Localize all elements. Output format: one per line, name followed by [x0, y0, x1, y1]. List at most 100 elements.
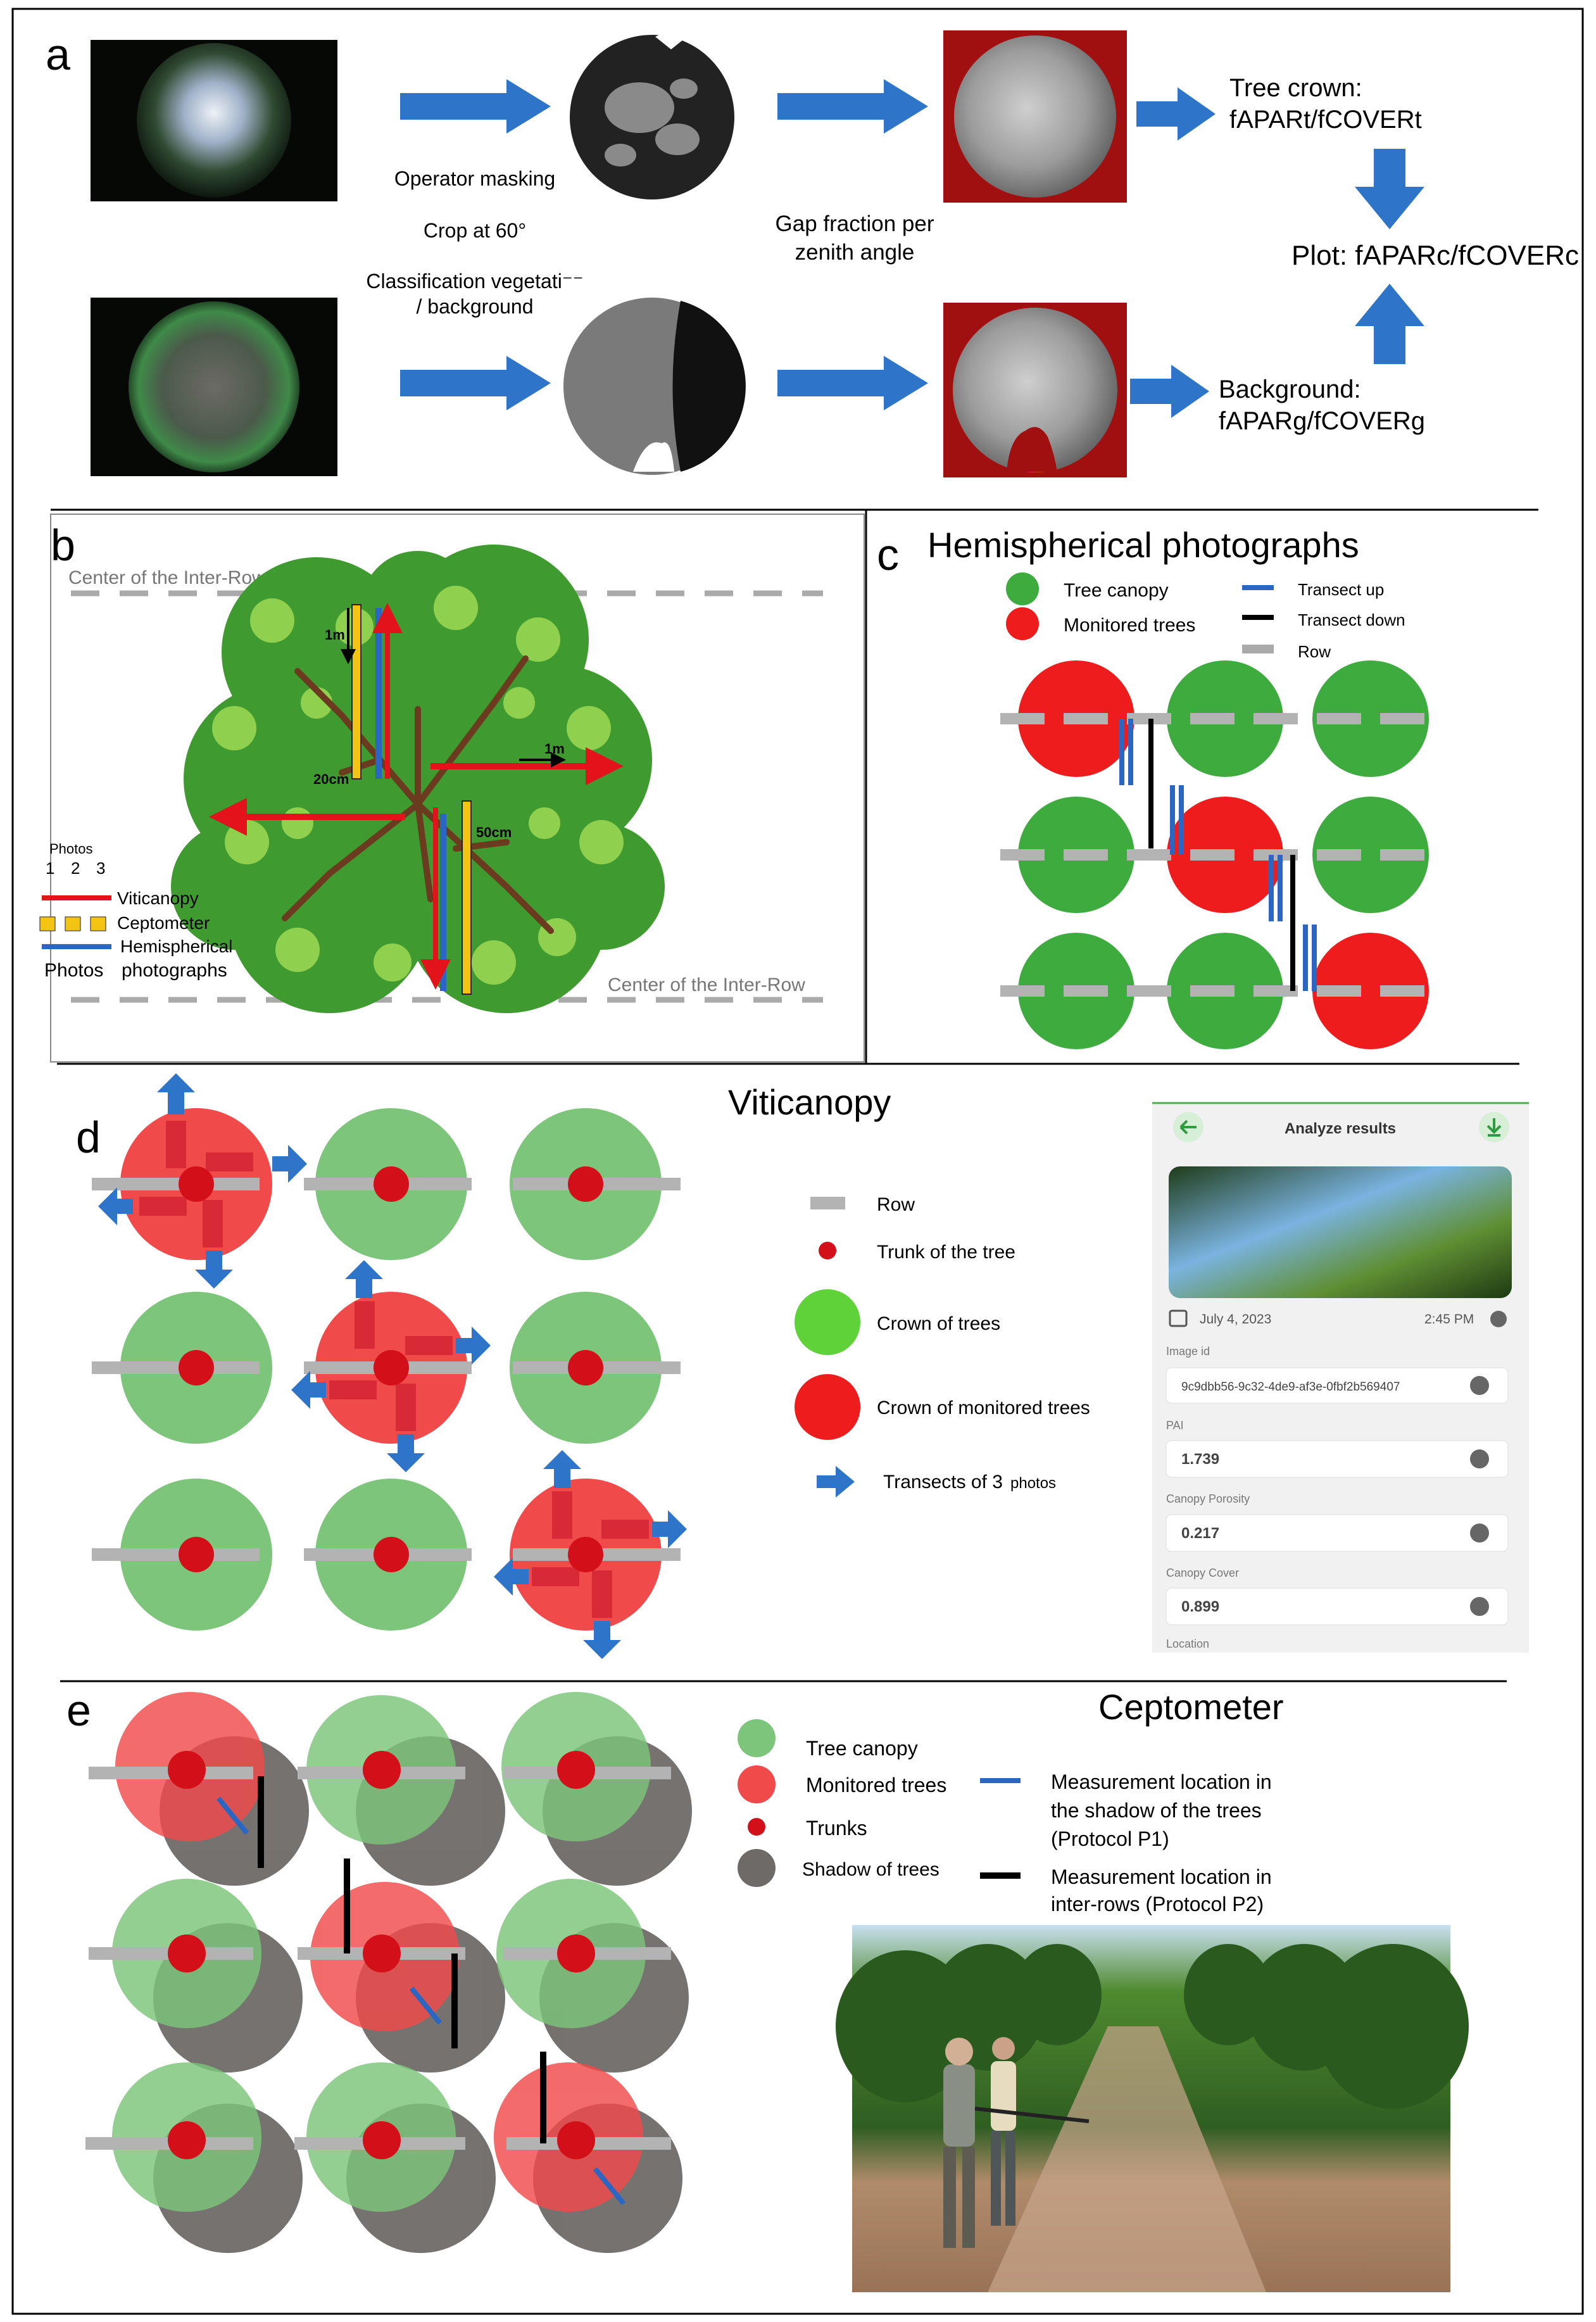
calendar-icon	[1169, 1309, 1188, 1327]
legend-viticanopy: Viticanopy	[117, 888, 199, 908]
dim-20cm: 20cm	[313, 771, 349, 787]
legend-e-shadow: Shadow of trees	[802, 1859, 939, 1880]
panel-b: b Center of the Inter-Row Center of the …	[39, 514, 865, 1063]
panel-d-title: Viticanopy	[728, 1082, 891, 1122]
legend-d-transects-small: photos	[1010, 1475, 1056, 1492]
legend-hemispherical: Hemispherical	[120, 937, 232, 956]
app-image-id-value: 9c9dbb56-9c32-4de9-af3e-0fbf2b569407	[1181, 1380, 1400, 1394]
step-classification-2: / background	[416, 295, 533, 318]
crown-label-1: Tree crown:	[1229, 74, 1362, 102]
panel-a: a Operat	[46, 30, 1579, 477]
viti-trunks	[179, 1166, 603, 1572]
arrow-right-icon	[400, 356, 551, 410]
mask-dark-half	[672, 301, 746, 472]
app-cover-label: Canopy Cover	[1166, 1567, 1239, 1579]
orchard-trees	[836, 1944, 1469, 2109]
legend-transect-down: Transect down	[1298, 610, 1405, 629]
app-time: 2:45 PM	[1424, 1312, 1474, 1327]
legend-e-p2-2: inter-rows (Protocol P2)	[1051, 1893, 1264, 1915]
app-pai-field[interactable]	[1166, 1440, 1509, 1478]
legend-ceptometer: Ceptometer	[117, 913, 210, 933]
arrow-right-icon	[400, 79, 551, 134]
legend-e-p1-1: Measurement location in	[1051, 1770, 1272, 1793]
step-classification-1: Classification vegetati⁻⁻	[366, 270, 583, 293]
step-gap-1: Gap fraction per	[776, 211, 934, 236]
step-gap-2: zenith angle	[795, 240, 915, 265]
tree	[1312, 797, 1429, 913]
background-label-1: Background:	[1219, 375, 1361, 403]
legend-e-shadow-swatch	[738, 1849, 776, 1887]
tree-leaf-highlights	[212, 586, 624, 985]
viti-rows	[92, 1178, 681, 1561]
legend-arrow-icon	[817, 1466, 855, 1498]
app-porosity-field[interactable]	[1166, 1514, 1509, 1552]
panel-b-frame	[50, 514, 865, 1063]
panel-letter-a: a	[46, 30, 70, 79]
legend-row: Row	[1298, 642, 1331, 661]
clock-icon	[1490, 1311, 1507, 1327]
mask-operator-shape	[633, 442, 674, 472]
photo-number-2: 2	[71, 859, 80, 878]
hemi-transects-down	[1148, 719, 1295, 991]
background-label-2: fAPARg/fCOVERg	[1219, 407, 1425, 435]
orchard-people	[943, 2037, 1090, 2248]
legend-tree-canopy-swatch	[1006, 572, 1039, 605]
legend-cepto-box	[65, 916, 81, 931]
gap-disc-crown	[954, 35, 1116, 198]
legend-crown-monitored-swatch	[795, 1374, 860, 1440]
legend-e-monitored: Monitored trees	[806, 1774, 946, 1796]
arrow-right-icon	[777, 356, 928, 410]
panel-letter-b: b	[51, 521, 75, 570]
legend-e-monitored-swatch	[738, 1765, 776, 1803]
panel-c: c Hemispherical photographs Tree canopy …	[877, 525, 1443, 1049]
gap-operator-shape	[1007, 427, 1057, 472]
tree	[1312, 660, 1429, 777]
legend-photos-top: Photos	[49, 841, 93, 857]
orchard-path	[988, 2026, 1266, 2292]
tree-branches	[282, 655, 554, 934]
cepto-trunks	[168, 1751, 595, 2159]
panel-c-title: Hemispherical photographs	[927, 525, 1359, 565]
app-canopy-photo	[1169, 1166, 1512, 1298]
mask-notch	[655, 33, 684, 49]
hemi-rows	[1000, 713, 1443, 997]
photo-number-1: 1	[46, 859, 54, 878]
app-image-id-field[interactable]	[1166, 1367, 1509, 1404]
download-icon	[1486, 1118, 1502, 1137]
ceptometer-bar	[351, 604, 361, 779]
ceptometer-bar	[462, 800, 472, 995]
info-icon[interactable]	[1470, 1524, 1489, 1543]
gap-disc-background	[953, 308, 1117, 472]
info-icon[interactable]	[1470, 1597, 1489, 1616]
arrow-up-icon	[1355, 284, 1424, 364]
dim-1m-b: 1m	[544, 741, 565, 757]
fisheye-background-disc	[129, 301, 299, 472]
cepto-p2-locations	[258, 1776, 546, 2143]
app-cover-value: 0.899	[1181, 1598, 1219, 1615]
figure-frame	[11, 8, 1584, 2315]
arrow-left-icon	[1179, 1120, 1197, 1135]
legend-cepto-box	[90, 916, 106, 931]
info-icon[interactable]	[1470, 1376, 1489, 1395]
arrow-right-icon	[1136, 87, 1216, 141]
app-screenshot: Analyze results July 4, 2023 2:45 PM Ima…	[1152, 1102, 1529, 1653]
info-icon[interactable]	[1470, 1449, 1489, 1468]
app-location-label: Location	[1166, 1637, 1209, 1650]
legend-d-crown: Crown of trees	[877, 1313, 1000, 1334]
legend-d-crown-monitored: Crown of monitored trees	[877, 1398, 1090, 1418]
legend-e-p2-1: Measurement location in	[1051, 1865, 1272, 1888]
arrow-right-icon	[1130, 365, 1209, 418]
legend-d-row: Row	[877, 1194, 915, 1215]
app-header-title: Analyze results	[1285, 1120, 1396, 1137]
arrow-down-icon	[1355, 149, 1424, 229]
app-image-id-label: Image id	[1166, 1345, 1210, 1358]
app-cover-field[interactable]	[1166, 1587, 1509, 1625]
legend-photos-bottom: Photos	[44, 960, 103, 981]
tree-monitored	[1312, 933, 1429, 1049]
legend-transect-up: Transect up	[1298, 580, 1384, 599]
cepto-p1-locations	[216, 1796, 626, 2205]
inter-row-bottom-label: Center of the Inter-Row	[608, 975, 805, 995]
fisheye-crown-disc	[137, 43, 291, 198]
legend-d-trunk: Trunk of the tree	[877, 1242, 1015, 1263]
